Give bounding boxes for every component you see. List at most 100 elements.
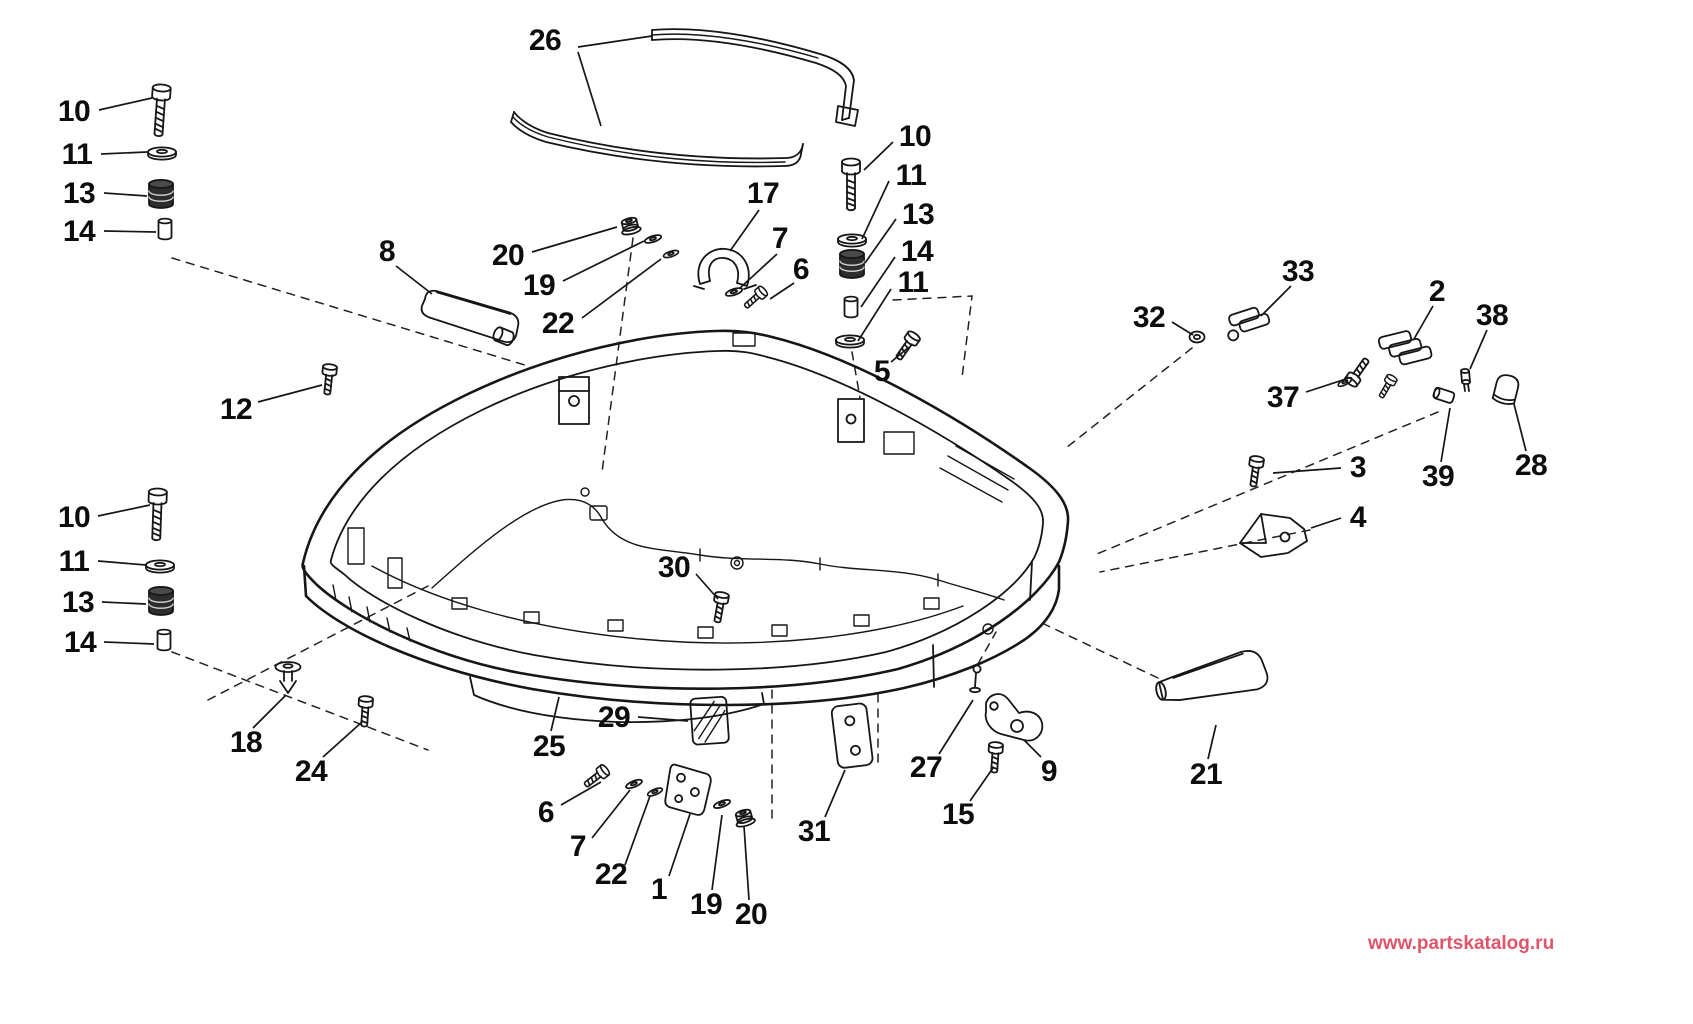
callout-label-20-top: 20 xyxy=(491,239,525,272)
leader-line-11-right-lower xyxy=(857,288,892,342)
leader-line-13-right xyxy=(864,218,897,264)
part-9-latch-lever xyxy=(984,693,1044,742)
cover-inner-rim xyxy=(329,349,1044,671)
part-7-bottom-washer xyxy=(624,777,644,791)
part-22-top-washer xyxy=(661,248,681,260)
mount-bracket-right xyxy=(837,398,865,443)
leader-line-11-top-left xyxy=(100,151,148,155)
part-32-nut xyxy=(1188,330,1206,344)
callout-label-14-left: 14 xyxy=(63,626,97,659)
callout-label-9: 9 xyxy=(1040,755,1058,788)
leader-line-20-bottom xyxy=(743,825,750,901)
fastener-stack-left xyxy=(145,487,175,652)
leader-line-39 xyxy=(1440,407,1451,463)
leader-line-24 xyxy=(322,721,363,758)
callout-label-6-bottom: 6 xyxy=(537,796,555,829)
leader-line-32 xyxy=(1171,321,1194,336)
part-33-clamp xyxy=(1227,306,1271,342)
rear-corner-edges xyxy=(932,561,1033,688)
callout-label-31: 31 xyxy=(797,815,831,848)
part-24-screw xyxy=(356,694,375,728)
leader-line-5 xyxy=(890,346,910,363)
part-8-handle xyxy=(420,289,520,347)
part-39-sleeve xyxy=(1432,386,1456,404)
callout-label-5: 5 xyxy=(873,355,891,388)
callout-label-7-top: 7 xyxy=(771,222,789,255)
callout-label-22-bottom: 22 xyxy=(594,858,628,891)
callout-label-11-right-lower: 11 xyxy=(897,266,929,299)
leader-line-29 xyxy=(637,716,689,722)
lower-cover-body xyxy=(301,329,1070,724)
callout-label-13-left: 13 xyxy=(61,586,95,619)
leader-line-33 xyxy=(1260,285,1292,317)
part-2-clamp xyxy=(1377,330,1433,366)
cover-front-skirt xyxy=(469,676,765,724)
leader-line-7-bottom xyxy=(591,789,631,839)
leader-line-2 xyxy=(1413,305,1434,340)
leader-line-10-left xyxy=(97,504,151,517)
part-29-pad xyxy=(689,695,730,746)
callout-label-25: 25 xyxy=(532,730,566,763)
leader-line-6-bottom xyxy=(560,781,602,806)
callout-label-11-top-left: 11 xyxy=(61,138,93,171)
callout-label-38: 38 xyxy=(1475,299,1509,332)
loose-parts xyxy=(145,82,1520,830)
leader-line-15 xyxy=(969,767,994,802)
part-20-bottom-nut xyxy=(732,806,757,830)
leader-line-31 xyxy=(824,769,846,818)
part-6-bottom-screw xyxy=(580,762,612,792)
part-18-grommet xyxy=(274,661,302,694)
leader-line-30 xyxy=(695,573,719,600)
callout-label-10-top-left: 10 xyxy=(57,95,91,128)
leader-line-6-top xyxy=(769,282,795,300)
leader-line-11-right-upper xyxy=(861,180,890,240)
wall-hatching xyxy=(332,584,411,642)
callout-label-18: 18 xyxy=(229,726,263,759)
part-17-clamp xyxy=(693,248,757,290)
callout-label-11-left: 11 xyxy=(58,545,90,578)
part-20-top-nut xyxy=(618,215,643,238)
leader-line-21 xyxy=(1207,724,1217,760)
part-3-screw xyxy=(1245,454,1266,489)
part-19-bottom-washer xyxy=(712,797,732,811)
cover-wall-bottom-edge xyxy=(302,564,1061,707)
leader-line-19-top xyxy=(562,240,645,282)
leader-line-38 xyxy=(1469,329,1488,370)
leader-line-13-left xyxy=(101,601,147,605)
callout-label-14-top-left: 14 xyxy=(62,215,96,248)
callout-label-29: 29 xyxy=(597,701,631,734)
callout-label-21: 21 xyxy=(1189,758,1223,791)
part-26-seal-strips xyxy=(510,28,859,168)
leader-line-20-top xyxy=(531,226,618,253)
rear-slot xyxy=(883,431,915,455)
callout-label-22-top: 22 xyxy=(541,307,575,340)
leader-line-28 xyxy=(1513,403,1527,452)
callout-label-27: 27 xyxy=(909,751,943,784)
floor-bosses xyxy=(451,597,940,639)
callout-label-17: 17 xyxy=(746,177,780,210)
callout-label-4: 4 xyxy=(1349,501,1367,534)
callout-label-12: 12 xyxy=(219,393,253,426)
callout-label-11-right-upper: 11 xyxy=(895,159,927,192)
callout-label-37: 37 xyxy=(1266,381,1300,414)
callout-label-10-left: 10 xyxy=(57,501,91,534)
leader-line-14-right xyxy=(860,256,896,308)
part-19-top-washer xyxy=(643,232,663,246)
callout-label-20-bottom: 20 xyxy=(734,898,768,931)
leader-lines xyxy=(97,35,1527,901)
fastener-stack-top-left xyxy=(147,82,177,241)
leader-line-26 xyxy=(577,51,602,127)
leader-line-19-bottom xyxy=(711,814,723,891)
leader-line-25 xyxy=(550,696,560,732)
leader-line-37 xyxy=(1305,378,1347,393)
leader-line-10-top-left xyxy=(98,97,153,111)
leader-line-12 xyxy=(257,384,323,403)
callout-label-6-top: 6 xyxy=(792,253,810,286)
callout-label-1: 1 xyxy=(650,873,668,906)
callout-label-28: 28 xyxy=(1514,449,1548,482)
harness-connector xyxy=(589,505,608,521)
callout-label-30: 30 xyxy=(657,551,691,584)
part-27-pin xyxy=(969,664,982,694)
